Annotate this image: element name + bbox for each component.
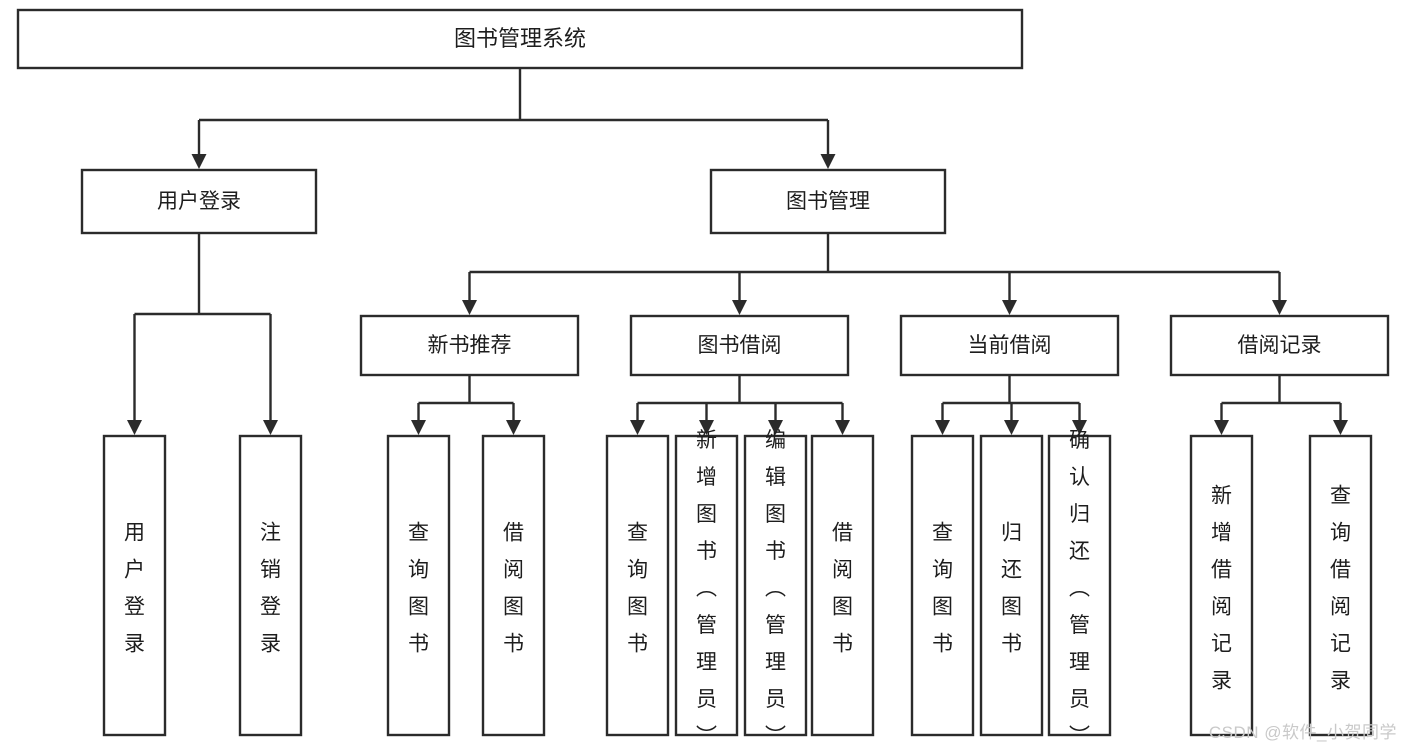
- node-book-manage[interactable]: 图书管理: [709, 168, 947, 235]
- node-new-book-recommend[interactable]: 新书推荐: [359, 314, 580, 377]
- node-label: 查询借阅记录: [1330, 485, 1351, 693]
- arrow-head-icon: [191, 154, 207, 169]
- node-box: [16, 8, 1024, 70]
- node-leaf-borrow-book-2[interactable]: 借阅图书: [810, 434, 875, 737]
- node-box: [238, 434, 303, 737]
- node-label: 用户登录: [124, 522, 145, 656]
- node-label: 图书管理: [786, 190, 870, 213]
- node-label: 查询图书: [627, 522, 648, 656]
- node-label: 借阅图书: [503, 522, 524, 656]
- node-book-borrow[interactable]: 图书借阅: [629, 314, 850, 377]
- node-box: [102, 434, 167, 737]
- node-borrow-record[interactable]: 借阅记录: [1169, 314, 1390, 377]
- arrow-head-icon: [411, 420, 426, 435]
- arrow-head-icon: [732, 300, 747, 315]
- node-box: [743, 434, 808, 737]
- node-box: [629, 314, 850, 377]
- node-box: [359, 314, 580, 377]
- node-box: [386, 434, 451, 737]
- node-label: 图书借阅: [698, 334, 782, 357]
- node-leaf-logout[interactable]: 注销登录: [238, 434, 303, 737]
- arrow-head-icon: [1272, 300, 1287, 315]
- node-label: 归还图书: [1001, 522, 1022, 656]
- node-box: [979, 434, 1044, 737]
- node-leaf-return-book[interactable]: 归还图书: [979, 434, 1044, 737]
- node-box: [709, 168, 947, 235]
- node-box: [1047, 434, 1112, 737]
- node-leaf-query-book-2[interactable]: 查询图书: [605, 434, 670, 737]
- node-user-login[interactable]: 用户登录: [80, 168, 318, 235]
- node-leaf-borrow-book-1[interactable]: 借阅图书: [481, 434, 546, 737]
- node-label: 注销登录: [260, 522, 281, 656]
- node-leaf-confirm-return[interactable]: 确认归还︵管理员︶: [1047, 429, 1112, 747]
- node-leaf-edit-book[interactable]: 编辑图书︵管理员︶: [743, 429, 808, 747]
- node-label: 借阅记录: [1238, 334, 1322, 357]
- node-root[interactable]: 图书管理系统: [16, 8, 1024, 70]
- node-box: [481, 434, 546, 737]
- node-box: [810, 434, 875, 737]
- node-layer: 图书管理系统用户登录图书管理新书推荐图书借阅当前借阅借阅记录用户登录注销登录查询…: [16, 8, 1390, 747]
- node-box: [1169, 314, 1390, 377]
- arrow-head-icon: [1333, 420, 1348, 435]
- arrow-head-icon: [768, 420, 783, 435]
- arrow-head-icon: [935, 420, 950, 435]
- watermark-text: CSDN @软件_小贺同学: [1208, 723, 1397, 742]
- arrow-head-icon: [1072, 420, 1087, 435]
- connector-layer: [127, 68, 1348, 435]
- node-label: 确认归还︵管理员︶: [1069, 429, 1090, 747]
- arrow-head-icon: [835, 420, 850, 435]
- node-label: 用户登录: [157, 190, 241, 213]
- node-label: 查询图书: [408, 522, 429, 656]
- node-leaf-add-book[interactable]: 新增图书︵管理员︶: [674, 429, 739, 747]
- arrow-head-icon: [462, 300, 477, 315]
- node-label: 新书推荐: [428, 334, 512, 357]
- node-label: 编辑图书︵管理员︶: [765, 429, 786, 747]
- node-box: [674, 434, 739, 737]
- arrow-head-icon: [506, 420, 521, 435]
- node-box: [80, 168, 318, 235]
- arrow-head-icon: [1002, 300, 1017, 315]
- node-label: 当前借阅: [968, 334, 1052, 357]
- node-label: 图书管理系统: [454, 26, 586, 51]
- node-leaf-query-record[interactable]: 查询借阅记录: [1308, 434, 1373, 737]
- node-leaf-query-book-1[interactable]: 查询图书: [386, 434, 451, 737]
- arrow-head-icon: [263, 420, 278, 435]
- arrow-head-icon: [630, 420, 645, 435]
- arrow-head-icon: [127, 420, 142, 435]
- node-box: [910, 434, 975, 737]
- node-label: 新增借阅记录: [1211, 485, 1232, 693]
- node-box: [1189, 434, 1254, 737]
- node-leaf-add-record[interactable]: 新增借阅记录: [1189, 434, 1254, 737]
- node-label: 新增图书︵管理员︶: [696, 429, 717, 747]
- node-box: [899, 314, 1120, 377]
- node-box: [605, 434, 670, 737]
- node-current-borrow[interactable]: 当前借阅: [899, 314, 1120, 377]
- arrow-head-icon: [1004, 420, 1019, 435]
- arrow-head-icon: [820, 154, 836, 169]
- node-box: [1308, 434, 1373, 737]
- arrow-head-icon: [699, 420, 714, 435]
- node-label: 借阅图书: [832, 522, 853, 656]
- node-leaf-query-book-3[interactable]: 查询图书: [910, 434, 975, 737]
- node-leaf-user-login[interactable]: 用户登录: [102, 434, 167, 737]
- node-label: 查询图书: [932, 522, 953, 656]
- arrow-head-icon: [1214, 420, 1229, 435]
